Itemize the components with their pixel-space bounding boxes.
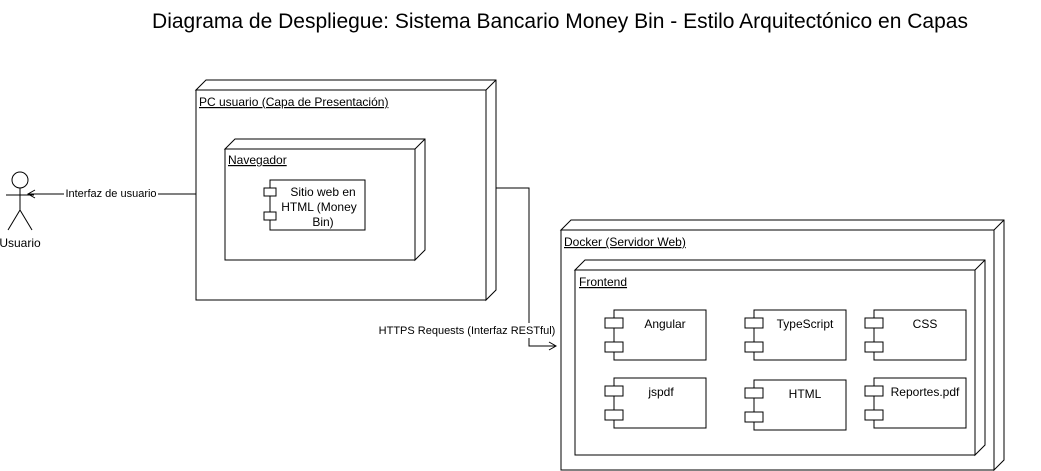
arrowhead-icon: [26, 189, 36, 199]
actor-right-leg: [19, 209, 33, 231]
edge-https-line: [496, 187, 556, 347]
component-body: [613, 377, 707, 429]
component-angular-label: Angular: [644, 317, 685, 331]
component-icon: [604, 409, 624, 421]
component-icon: [744, 341, 764, 353]
component-sitio-web[interactable]: Sitio web en HTML (Money Bin): [263, 179, 366, 231]
edge-label-bg: [64, 186, 158, 200]
edge-user-interface[interactable]: Interfaz de usuario: [26, 186, 196, 200]
node-navegador-label: Navegador: [228, 153, 287, 167]
component-css-label: CSS: [913, 317, 938, 331]
actor-left-leg: [7, 209, 21, 231]
component-body: [613, 309, 707, 361]
node-3d-edge: [974, 259, 986, 271]
actor-head: [11, 171, 29, 189]
actor-label: Usuario: [0, 236, 41, 250]
component-icon: [604, 341, 624, 353]
component-icon: [864, 409, 884, 421]
component-body: [873, 309, 967, 361]
edge-https-label: HTTPS Requests (Interfaz RESTful): [379, 325, 556, 337]
node-pc-label: PC usuario (Capa de Presentación): [199, 95, 388, 109]
component-icon: [263, 211, 277, 221]
component-reportes-label: Reportes.pdf: [891, 385, 960, 399]
node-3d-edge: [485, 79, 497, 91]
component-jspdf[interactable]: jspdf: [604, 377, 707, 429]
arrowhead-icon: [548, 341, 558, 351]
component-icon: [864, 317, 884, 329]
component-icon: [864, 341, 884, 353]
component-body: [873, 377, 967, 429]
component-icon: [744, 387, 764, 399]
actor-usuario[interactable]: Usuario: [0, 171, 41, 250]
node-docker-label: Docker (Servidor Web): [564, 235, 686, 249]
component-typescript[interactable]: TypeScript: [744, 309, 847, 361]
node-3d-edge: [993, 219, 1005, 231]
component-icon: [744, 317, 764, 329]
component-html-label: HTML: [789, 387, 822, 401]
node-navegador[interactable]: Navegador: [223, 138, 426, 262]
component-angular[interactable]: Angular: [604, 309, 707, 361]
component-sitio-web-line-1: Sitio web en: [290, 185, 355, 199]
component-icon: [604, 385, 624, 397]
node-3d-edge: [414, 138, 426, 150]
component-html[interactable]: HTML: [744, 379, 847, 431]
component-reportes[interactable]: Reportes.pdf: [864, 377, 967, 429]
edge-label-bg: [378, 323, 556, 338]
component-body: [753, 309, 847, 361]
edge-user-interface-label: Interfaz de usuario: [65, 188, 156, 200]
component-css[interactable]: CSS: [864, 309, 967, 361]
component-body: [753, 379, 847, 431]
edge-https-requests[interactable]: HTTPS Requests (Interfaz RESTful): [378, 187, 558, 351]
component-sitio-web-line-3: Bin): [312, 215, 333, 229]
diagram-title: Diagrama de Despliegue: Sistema Bancario…: [152, 10, 968, 33]
component-icon: [263, 187, 277, 197]
component-icon: [864, 385, 884, 397]
component-icon: [604, 317, 624, 329]
component-typescript-label: TypeScript: [777, 317, 834, 331]
component-body: [269, 179, 366, 231]
node-frontend-label: Frontend: [579, 275, 627, 289]
component-sitio-web-line-2: HTML (Money: [281, 200, 357, 214]
component-jspdf-label: jspdf: [647, 385, 674, 399]
component-icon: [744, 411, 764, 423]
